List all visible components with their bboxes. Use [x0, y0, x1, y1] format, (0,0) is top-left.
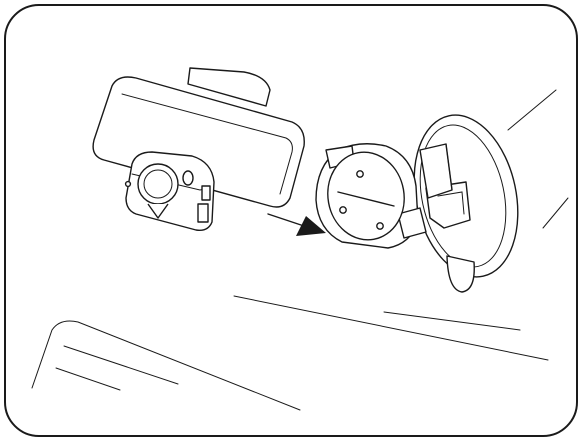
adapter-disc [327, 151, 405, 241]
mount-adapter [315, 143, 427, 249]
camera-status-light [182, 170, 194, 186]
camera-side-port [197, 203, 209, 223]
windshield-glare-lines [507, 89, 569, 229]
dashboard-outline [31, 295, 549, 411]
camera-top-clip [187, 67, 271, 107]
attach-direction-arrow-icon [267, 213, 326, 236]
camera-body [92, 76, 305, 208]
dash-camera [92, 67, 305, 232]
suction-cup-tab [446, 255, 475, 293]
suction-cup-mount [413, 114, 519, 293]
